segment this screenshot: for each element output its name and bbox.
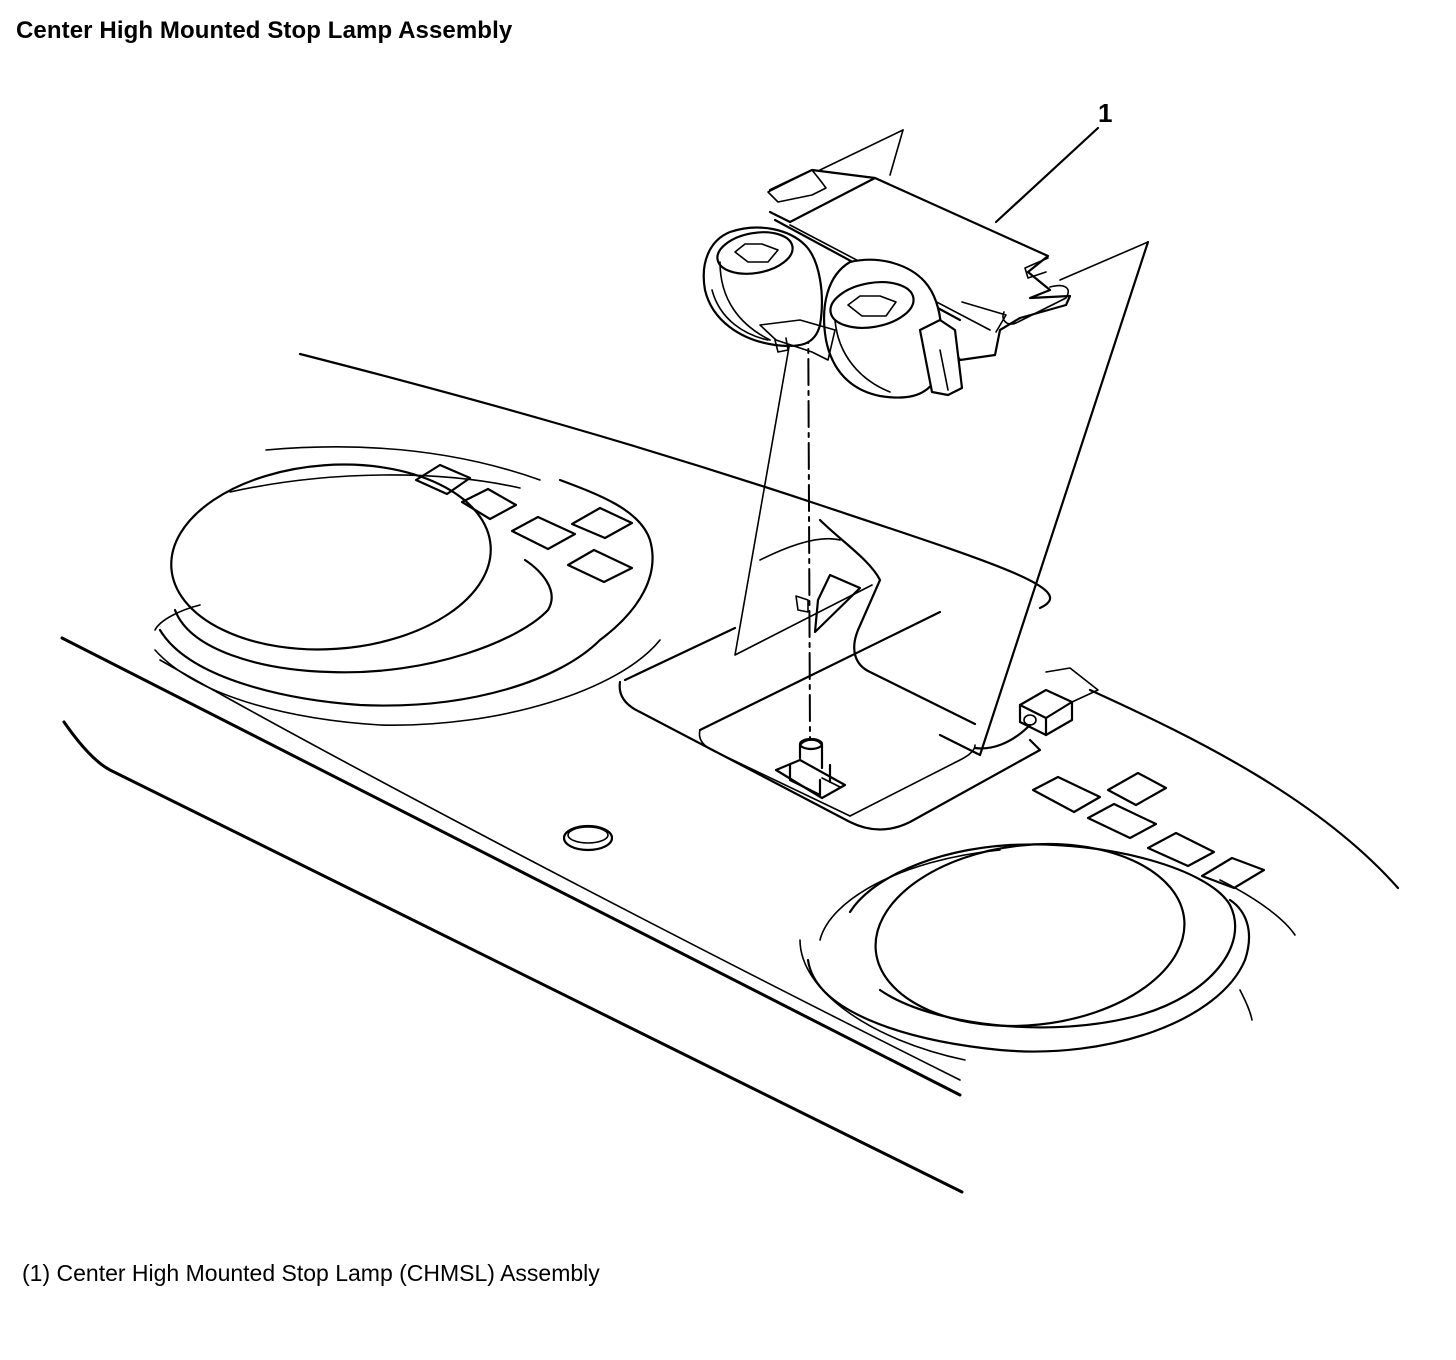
rear-panel-outline — [60, 352, 1400, 1194]
projection-wedge — [734, 129, 1150, 757]
center-hole — [562, 824, 614, 852]
callout-number-1: 1 — [1098, 98, 1112, 128]
right-vent-slots — [1031, 771, 1266, 890]
wiring-connector — [973, 667, 1099, 750]
legend: (1) Center High Mounted Stop Lamp (CHMSL… — [22, 1260, 600, 1287]
left-speaker-grille — [154, 446, 661, 726]
alignment-line — [807, 274, 811, 741]
chmsl-lamp-assembly — [702, 168, 1072, 399]
left-vent-slots — [414, 463, 634, 584]
right-speaker-grille — [799, 842, 1296, 1061]
page-title: Center High Mounted Stop Lamp Assembly — [16, 17, 513, 44]
mounting-clip — [774, 737, 847, 800]
callout-1: 1 — [994, 98, 1112, 224]
legend-item-1: (1) Center High Mounted Stop Lamp (CHMSL… — [22, 1260, 600, 1286]
